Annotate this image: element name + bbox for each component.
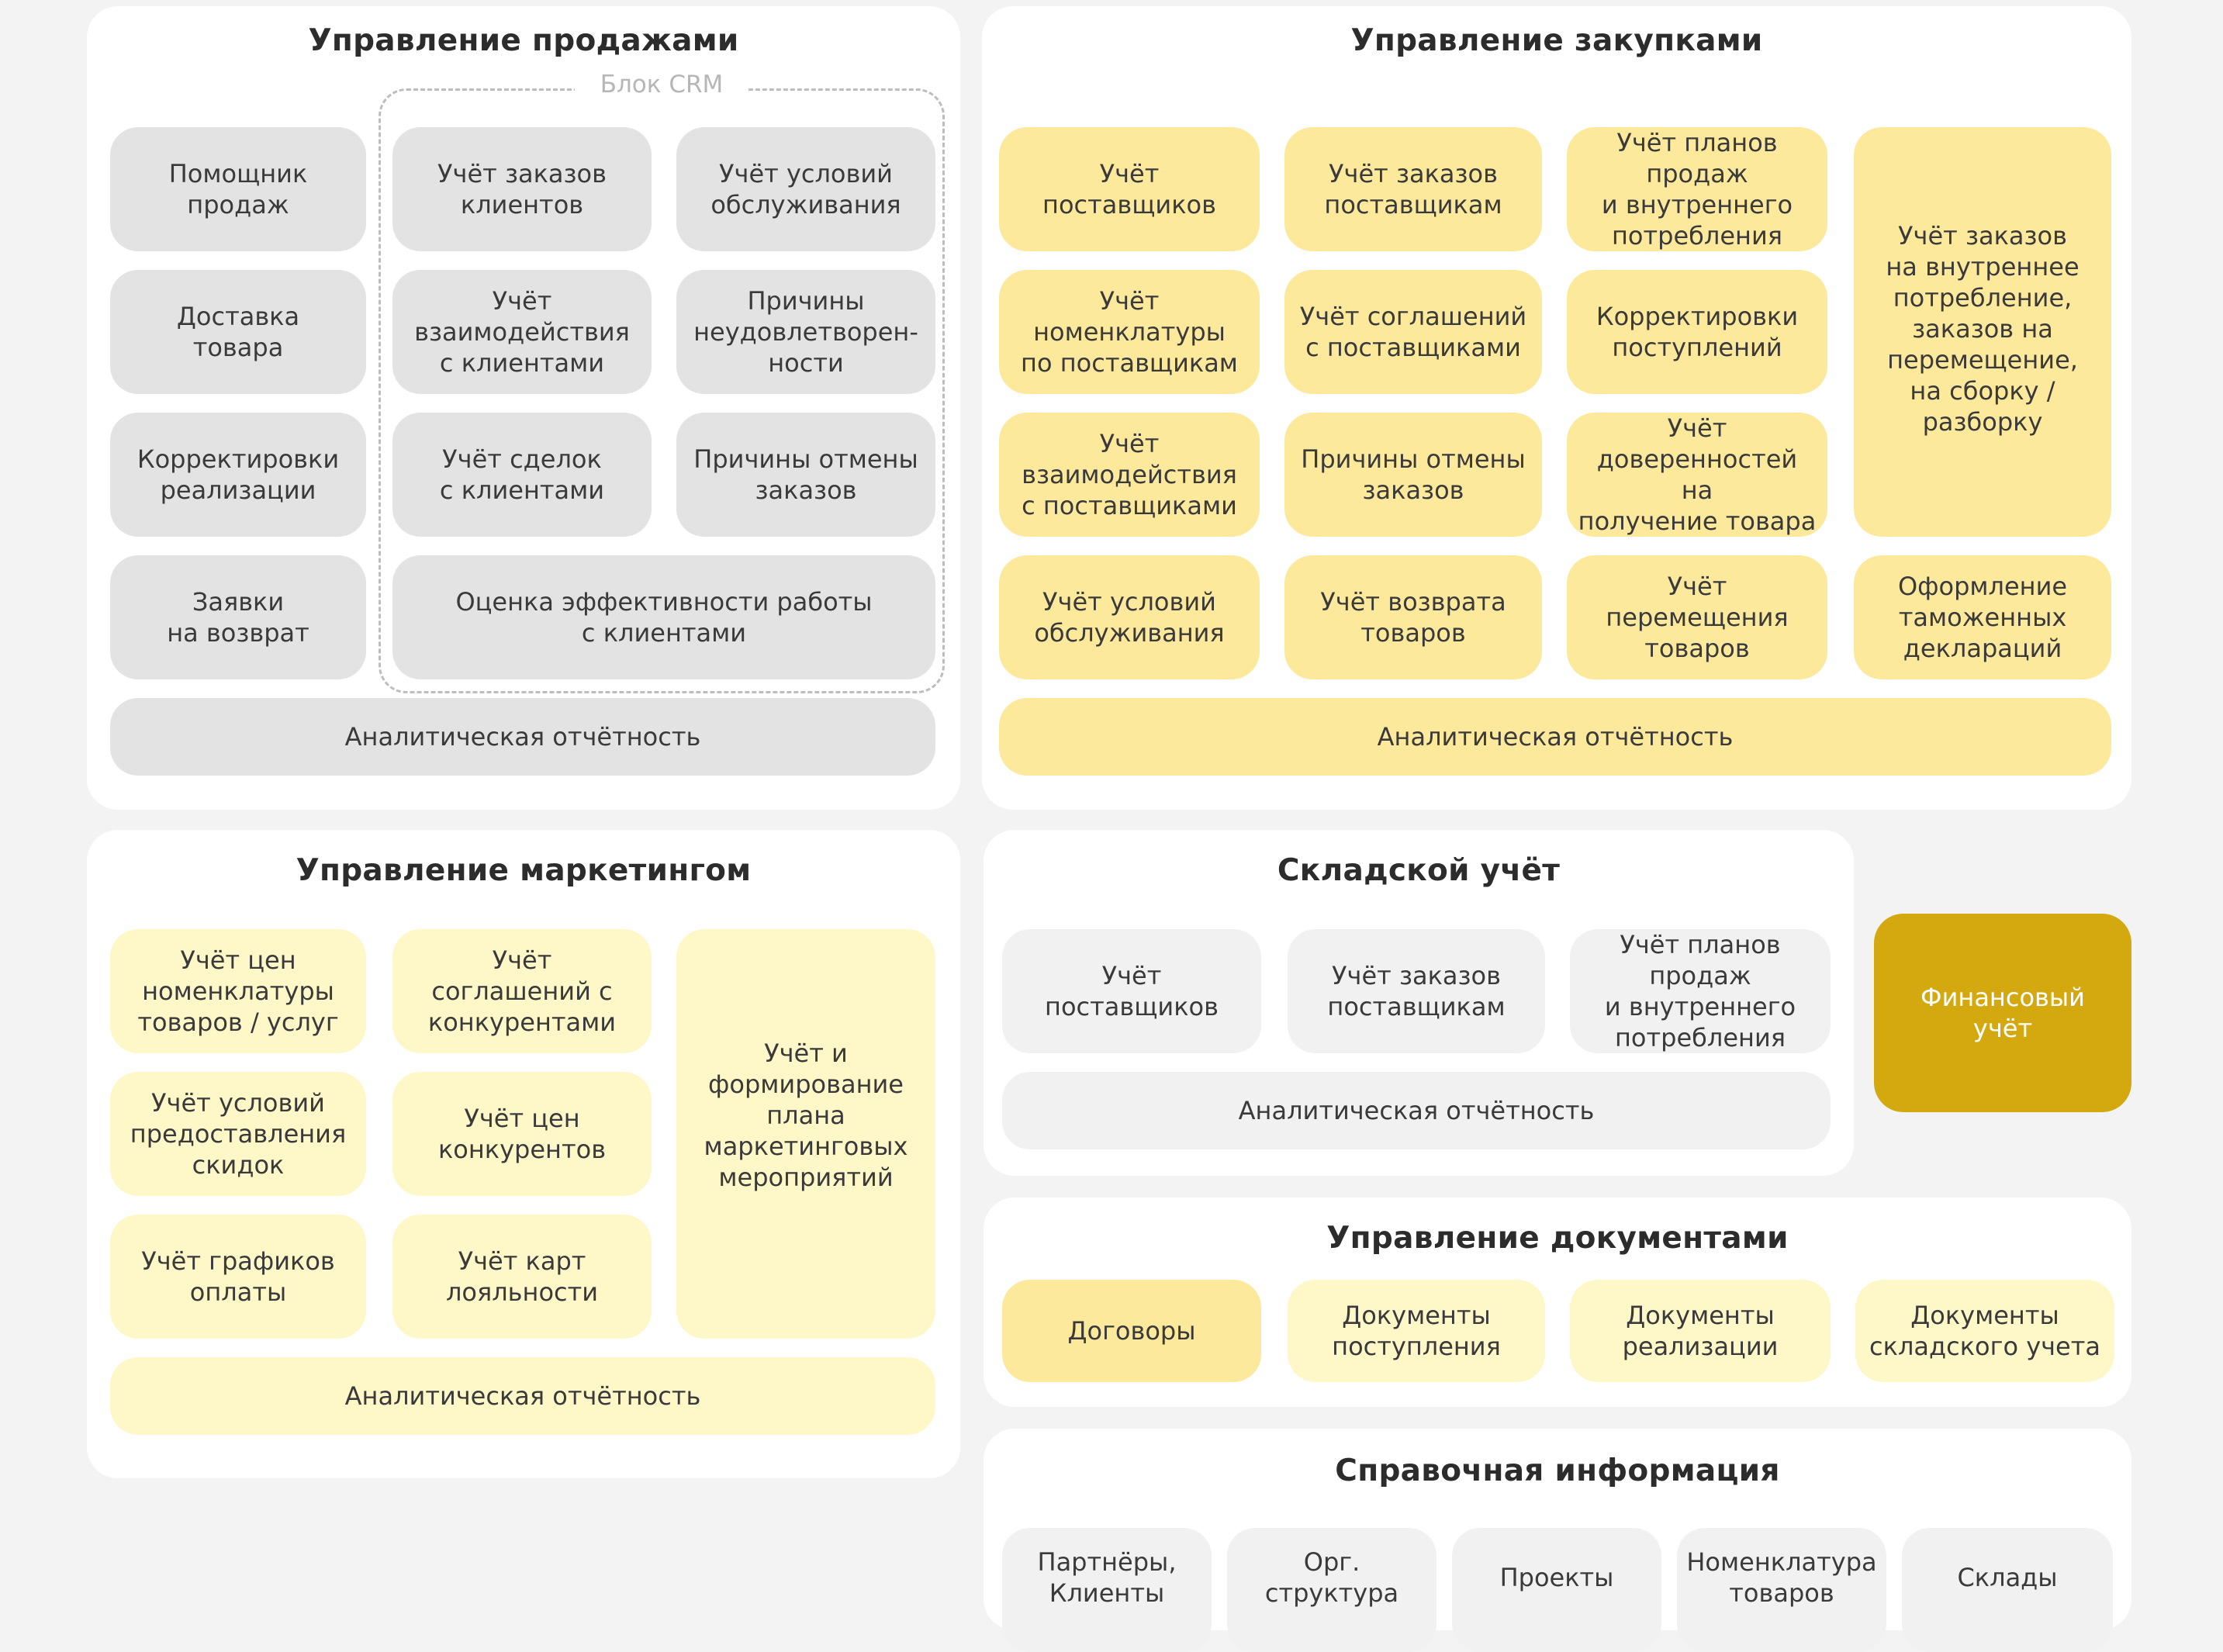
documents-panel: Управление документами Договоры Документ… xyxy=(984,1198,2131,1407)
purchases-nomenclature[interactable]: Учёт номенклатуры по поставщикам xyxy=(999,270,1260,394)
warehouse-panel: Складской учёт Учёт поставщиков Учёт зак… xyxy=(984,830,1854,1176)
reference-title: Справочная информация xyxy=(1335,1453,1780,1488)
reference-partners[interactable]: Партнёры, Клиенты xyxy=(1002,1528,1212,1652)
sales-dissatisfaction[interactable]: Причины неудовлетворен- ности xyxy=(676,270,935,394)
sales-cancel[interactable]: Причины отмены заказов xyxy=(676,413,935,537)
purchases-interaction[interactable]: Учёт взаимодействия с поставщиками xyxy=(999,413,1260,537)
sales-delivery[interactable]: Доставка товара xyxy=(110,270,366,394)
crm-label: Блок CRM xyxy=(575,71,748,98)
sales-assistant[interactable]: Помощник продаж xyxy=(110,127,366,251)
warehouse-suppliers[interactable]: Учёт поставщиков xyxy=(1002,929,1261,1053)
purchases-plans[interactable]: Учёт планов продаж и внутреннего потребл… xyxy=(1567,127,1827,251)
sales-panel: Управление продажами Блок CRM Помощник п… xyxy=(87,6,960,810)
marketing-title: Управление маркетингом xyxy=(296,853,752,888)
purchases-proxies[interactable]: Учёт доверенностей на получение товара xyxy=(1567,413,1827,537)
sales-orders[interactable]: Учёт заказов клиентов xyxy=(392,127,652,251)
sales-analytics[interactable]: Аналитическая отчётность xyxy=(110,698,935,776)
documents-warehouse[interactable]: Документы складского учета xyxy=(1855,1280,2114,1382)
purchases-service[interactable]: Учёт условий обслуживания xyxy=(999,555,1260,679)
purchases-panel: Управление закупками Учёт поставщиков Уч… xyxy=(982,6,2131,810)
purchases-supplier-orders[interactable]: Учёт заказов поставщикам xyxy=(1284,127,1542,251)
sales-title: Управление продажами xyxy=(308,23,739,58)
marketing-analytics[interactable]: Аналитическая отчётность xyxy=(110,1357,935,1435)
warehouse-supplier-orders[interactable]: Учёт заказов поставщикам xyxy=(1288,929,1545,1053)
purchases-analytics[interactable]: Аналитическая отчётность xyxy=(999,698,2111,776)
marketing-plan[interactable]: Учёт и формирование плана маркетинговых … xyxy=(676,929,935,1339)
reference-org[interactable]: Орг. структура xyxy=(1227,1528,1436,1652)
reference-nomenclature[interactable]: Номенклатура товаров xyxy=(1677,1528,1886,1652)
marketing-discounts[interactable]: Учёт условий предоставления скидок xyxy=(110,1072,366,1196)
sales-service[interactable]: Учёт условий обслуживания xyxy=(676,127,935,251)
purchases-transfers[interactable]: Учёт перемещения товаров xyxy=(1567,555,1827,679)
documents-sales[interactable]: Документы реализации xyxy=(1570,1280,1831,1382)
marketing-panel: Управление маркетингом Учёт цен номенкла… xyxy=(87,830,960,1478)
warehouse-analytics[interactable]: Аналитическая отчётность xyxy=(1002,1072,1831,1149)
purchases-suppliers[interactable]: Учёт поставщиков xyxy=(999,127,1260,251)
warehouse-title: Складской учёт xyxy=(1277,853,1561,888)
documents-title: Управление документами xyxy=(1326,1221,1789,1256)
sales-corrections[interactable]: Корректировки реализации xyxy=(110,413,366,537)
marketing-competitor-agreements[interactable]: Учёт соглашений с конкурентами xyxy=(392,929,652,1053)
documents-contracts[interactable]: Договоры xyxy=(1002,1280,1261,1382)
purchases-cancel[interactable]: Причины отмены заказов xyxy=(1284,413,1542,537)
sales-deals[interactable]: Учёт сделок с клиентами xyxy=(392,413,652,537)
purchases-agreements[interactable]: Учёт соглашений с поставщиками xyxy=(1284,270,1542,394)
marketing-prices[interactable]: Учёт цен номенклатуры товаров / услуг xyxy=(110,929,366,1053)
marketing-loyalty[interactable]: Учёт карт лояльности xyxy=(392,1215,652,1339)
warehouse-plans[interactable]: Учёт планов продаж и внутреннего потребл… xyxy=(1570,929,1831,1053)
reference-projects[interactable]: Проекты xyxy=(1452,1528,1661,1652)
marketing-payment-schedules[interactable]: Учёт графиков оплаты xyxy=(110,1215,366,1339)
documents-receipts[interactable]: Документы поступления xyxy=(1288,1280,1545,1382)
purchases-receipt-corrections[interactable]: Корректировки поступлений xyxy=(1567,270,1827,394)
purchases-customs[interactable]: Оформление таможенных деклараций xyxy=(1854,555,2111,679)
marketing-competitor-prices[interactable]: Учёт цен конкурентов xyxy=(392,1072,652,1196)
sales-interaction[interactable]: Учёт взаимодействия с клиентами xyxy=(392,270,652,394)
purchases-title: Управление закупками xyxy=(1350,23,1763,58)
crm-block: Блок CRM xyxy=(379,71,945,693)
reference-warehouses[interactable]: Склады xyxy=(1902,1528,2113,1652)
purchases-internal-orders[interactable]: Учёт заказов на внутреннее потребление, … xyxy=(1854,127,2111,537)
reference-panel: Справочная информация Партнёры, Клиенты … xyxy=(984,1429,2131,1652)
sales-returns[interactable]: Заявки на возврат xyxy=(110,555,366,679)
finance-tile[interactable]: Финансовый учёт xyxy=(1874,914,2131,1112)
purchases-returns[interactable]: Учёт возврата товаров xyxy=(1284,555,1542,679)
sales-efficiency[interactable]: Оценка эффективности работы с клиентами xyxy=(392,555,935,679)
